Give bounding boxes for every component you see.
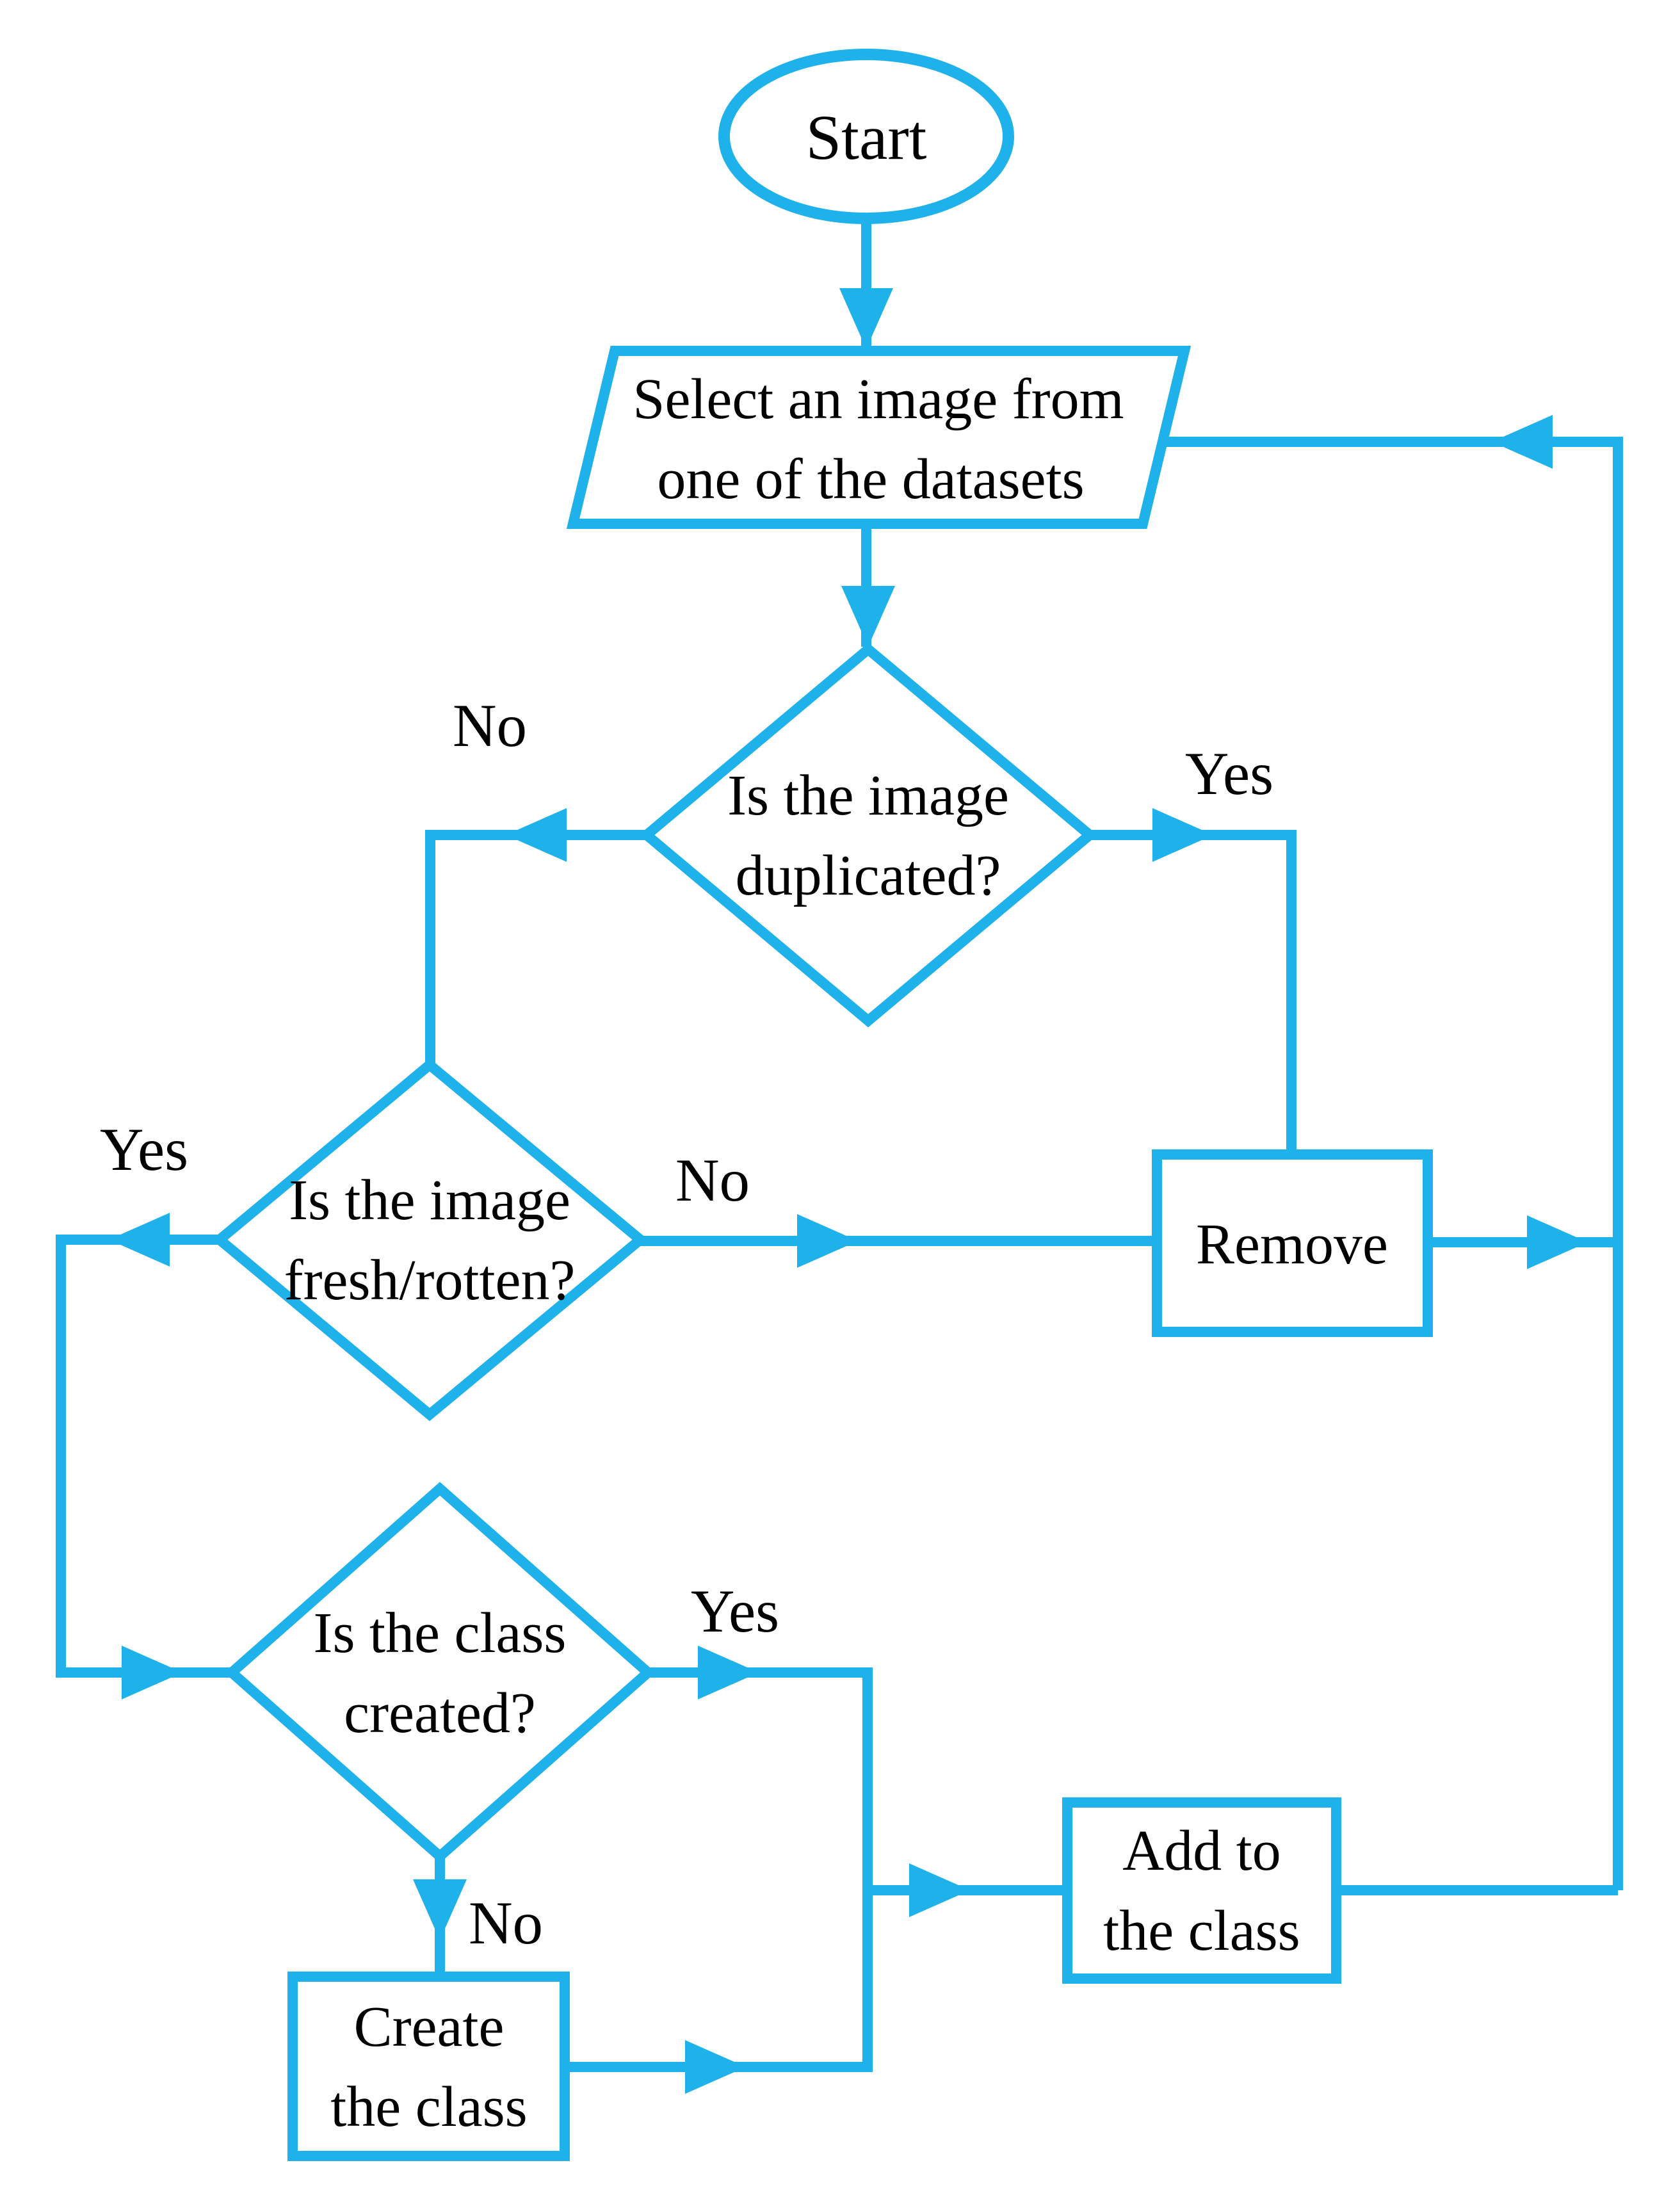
arrowhead-duplicated-yes-icon [1152,808,1213,862]
add-to-class-node [1062,1797,1341,1984]
class-created-label-line2: created? [344,1681,536,1745]
arrowhead-fresh-no-icon [797,1214,858,1268]
fresh-no-label: No [675,1146,750,1214]
start-node [718,49,1014,224]
create-class-label-line2: the class [330,2075,527,2139]
select-image-label-line2: one of the datasets [657,448,1084,511]
select-image-node [566,346,1191,529]
create-class-label-line1: Create [354,1995,505,2059]
class-no-label: No [469,1889,543,1957]
edge-class-yes [648,1667,873,1890]
arrowhead-class-yes-icon [698,1646,759,1699]
remove-label: Remove [1196,1213,1388,1276]
arrowhead-into-duplicated-icon [841,586,895,647]
create-class-node [287,1972,570,2161]
edge-fresh-yes [56,1235,232,1678]
duplicated-yes-label: Yes [1185,740,1273,807]
edge-duplicated-no [425,830,647,1065]
fresh-rotten-label-line2: fresh/rotten? [284,1249,576,1312]
add-to-class-label-line2: the class [1103,1899,1300,1963]
arrowhead-remove-out-icon [1527,1215,1588,1269]
edge-duplicated-yes [1090,830,1296,1155]
duplicated-decision-node [638,642,1098,1028]
start-label: Start [806,102,927,173]
duplicated-no-label: No [453,692,527,759]
duplicated-label-line2: duplicated? [736,844,1001,907]
arrowhead-into-add-icon [909,1863,970,1917]
class-created-label-line1: Is the class [314,1601,567,1665]
arrowhead-class-no-icon [413,1879,467,1940]
edge-create-out [565,1888,873,2072]
add-to-class-label-line1: Add to [1122,1819,1281,1883]
arrowhead-create-out-icon [685,2040,746,2094]
arrowhead-fresh-yes-icon [109,1213,170,1267]
class-created-decision-node [223,1482,656,1863]
select-image-label-line1: Select an image from [633,368,1124,431]
duplicated-label-line1: Is the image [727,764,1009,827]
arrowhead-into-select-icon [839,288,893,349]
fresh-rotten-label-line1: Is the image [289,1169,570,1232]
fresh-yes-label: Yes [100,1115,188,1183]
class-yes-label: Yes [691,1577,779,1645]
arrowhead-feedback-icon [1492,415,1553,469]
edge-feedback-loop [1164,437,1623,1890]
arrowhead-duplicated-no-icon [506,808,567,862]
remove-node [1152,1149,1433,1337]
arrowhead-into-class-created-icon [122,1646,182,1699]
fresh-rotten-decision-node [211,1058,649,1422]
